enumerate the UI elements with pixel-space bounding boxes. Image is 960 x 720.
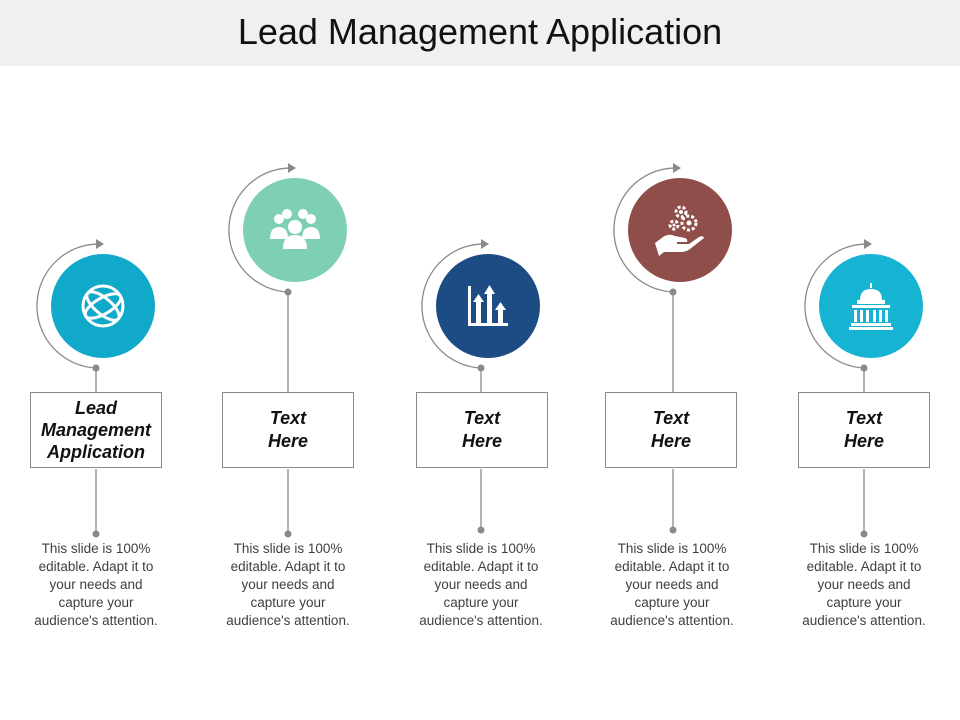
arrow-head-2: [288, 163, 296, 173]
label-text-2: Text Here: [267, 408, 309, 451]
page-title: Lead Management Application: [237, 11, 723, 52]
arrow-head-4: [673, 163, 681, 173]
circle-badge-4: [628, 178, 732, 282]
label-text-4: Text Here: [650, 408, 692, 451]
description-3: This slide is 100% editable. Adapt it to…: [419, 541, 543, 628]
capitol-building-icon: [849, 283, 893, 330]
arc-connector-5: [804, 243, 871, 369]
label-text-5: Text Here: [843, 408, 885, 451]
circle-badge-2: [243, 178, 347, 282]
globe-icon: [81, 284, 125, 328]
bar-chart-arrows-icon: [468, 285, 508, 326]
circle-badge-3: [436, 254, 540, 358]
label-box-4: Text Here: [605, 392, 737, 468]
title-bar: [0, 0, 960, 66]
dot-2a: [284, 288, 292, 296]
label-box-3: Text Here: [416, 392, 548, 468]
gears-in-hand-icon: [655, 205, 704, 256]
dot-3b: [477, 526, 485, 534]
circle-badge-1: [51, 254, 155, 358]
arc-connector-4: [613, 167, 680, 293]
arrow-head-5: [864, 239, 872, 249]
label-box-2: Text Here: [222, 392, 354, 468]
label-box-5: Text Here: [798, 392, 930, 468]
description-5: This slide is 100% editable. Adapt it to…: [802, 541, 926, 628]
description-4: This slide is 100% editable. Adapt it to…: [610, 541, 734, 628]
people-group-icon: [270, 209, 320, 249]
circle-badge-5: [819, 254, 923, 358]
arrow-head-3: [481, 239, 489, 249]
description-2: This slide is 100% editable. Adapt it to…: [226, 541, 350, 628]
arc-connector-3: [421, 243, 488, 369]
dot-4a: [669, 288, 677, 296]
label-text-3: Text Here: [461, 408, 503, 451]
arc-connector-1: [36, 243, 103, 369]
label-box-1: Lead Management Application: [30, 392, 162, 468]
label-text-1: Lead Management Application: [40, 398, 152, 462]
dot-1a: [92, 364, 100, 372]
dot-4b: [669, 526, 677, 534]
dot-5a: [860, 364, 868, 372]
dot-5b: [860, 530, 868, 538]
description-1: This slide is 100% editable. Adapt it to…: [34, 541, 158, 628]
dot-2b: [284, 530, 292, 538]
dot-3a: [477, 364, 485, 372]
arrow-head-1: [96, 239, 104, 249]
arc-connector-2: [228, 167, 295, 293]
dot-1b: [92, 530, 100, 538]
